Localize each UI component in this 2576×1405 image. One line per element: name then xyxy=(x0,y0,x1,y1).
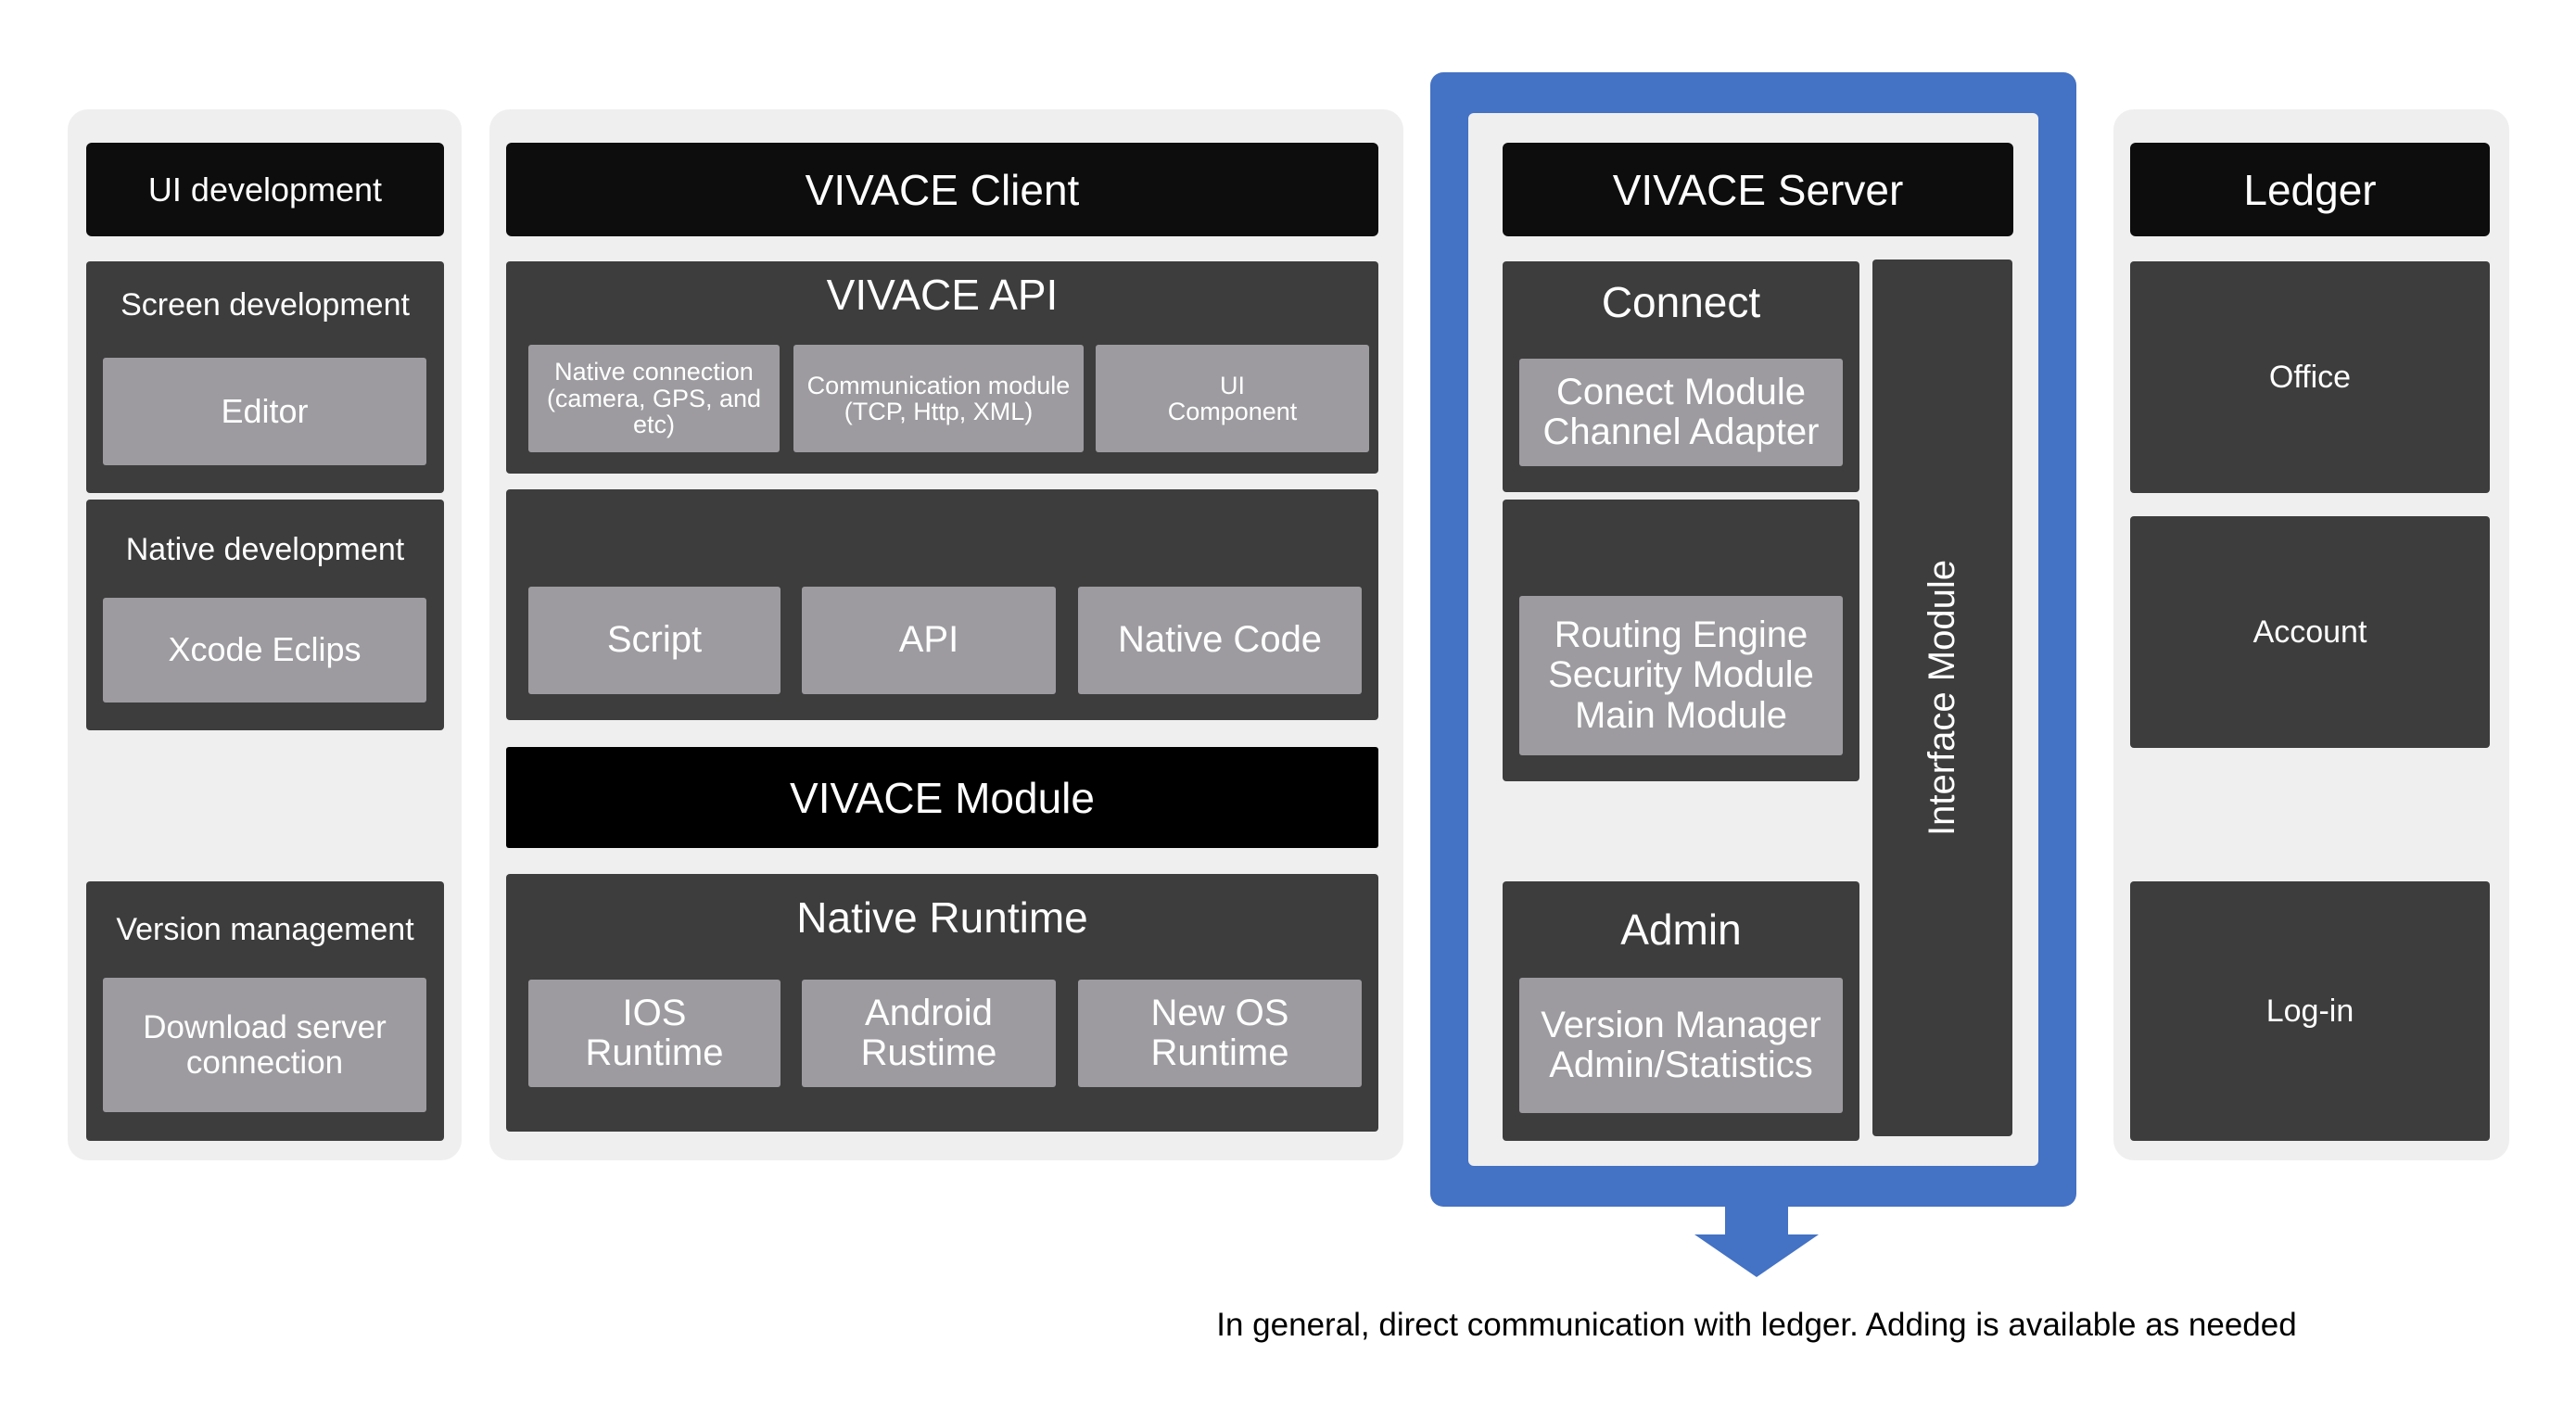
native-runtime-title: Native Runtime xyxy=(796,893,1088,942)
routing-engine-item: Routing Engine Security Module Main Modu… xyxy=(1519,596,1843,755)
native-code-item: Native Code xyxy=(1078,587,1362,694)
caption-text: In general, direct communication with le… xyxy=(1216,1307,2297,1343)
vivace-server-header: VIVACE Server xyxy=(1503,143,2013,236)
vivace-client-header: VIVACE Client xyxy=(506,143,1378,236)
office-item: Office xyxy=(2130,261,2490,493)
native-connection-item: Native connection (camera, GPS, and etc) xyxy=(528,345,780,452)
version-management-title: Version management xyxy=(116,912,414,947)
ui-development-header: UI development xyxy=(86,143,444,236)
connect-title: Connect xyxy=(1601,278,1761,326)
version-manager-item: Version Manager Admin/Statistics xyxy=(1519,978,1843,1113)
xcode-eclips-item: Xcode Eclips xyxy=(103,598,426,702)
vivace-api-title: VIVACE API xyxy=(826,271,1059,319)
new-os-runtime-item: New OS Runtime xyxy=(1078,980,1362,1087)
editor-item: Editor xyxy=(103,358,426,465)
script-item: Script xyxy=(528,587,780,694)
ledger-header: Ledger xyxy=(2130,143,2490,236)
screen-development-title: Screen development xyxy=(121,287,410,323)
log-in-item: Log-in xyxy=(2130,881,2490,1141)
android-runtime-item: Android Rustime xyxy=(802,980,1056,1087)
down-arrow-icon xyxy=(1694,1205,1819,1277)
native-development-title: Native development xyxy=(125,532,405,567)
interface-module-label: Interface Module xyxy=(1921,560,1962,836)
vivace-module-header: VIVACE Module xyxy=(506,747,1378,848)
download-server-connection-item: Download server connection xyxy=(103,978,426,1112)
ios-runtime-item: IOS Runtime xyxy=(528,980,780,1087)
api-item: API xyxy=(802,587,1056,694)
admin-title: Admin xyxy=(1620,905,1742,954)
connect-module-item: Conect Module Channel Adapter xyxy=(1519,359,1843,466)
account-item: Account xyxy=(2130,516,2490,748)
communication-module-item: Communication module (TCP, Http, XML) xyxy=(793,345,1084,452)
ui-component-item: UI Component xyxy=(1096,345,1369,452)
interface-module-block xyxy=(1872,259,2012,1136)
